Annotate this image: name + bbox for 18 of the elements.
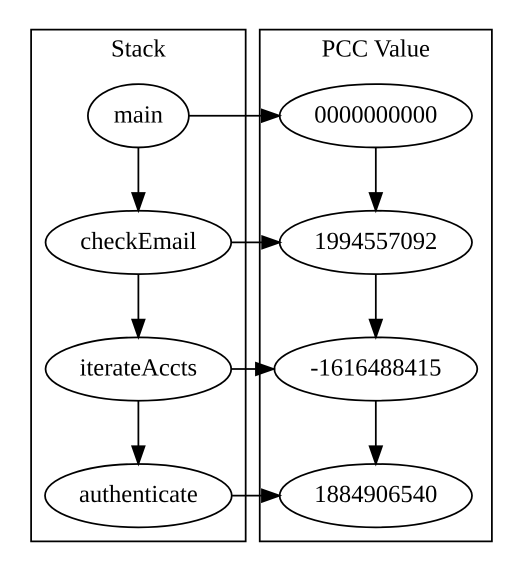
node-ellipse: -1616488415 [272,336,478,402]
node-ellipse: 1884906540 [278,463,472,528]
arrow [130,274,146,340]
arrow [232,488,282,504]
node-ellipse: authenticate [44,463,232,528]
arrow [230,235,282,250]
arrow [188,108,282,124]
arrow [130,401,146,466]
arrow [230,362,276,376]
arrow [130,148,146,214]
node-ellipse: iterateAccts [44,336,232,402]
node-ellipse: 0000000000 [278,83,472,148]
node-ellipse: checkEmail [44,210,232,275]
arrow [368,274,383,340]
arrow [368,401,383,466]
arrow [368,148,383,214]
node-ellipse: main [86,83,190,148]
node-ellipse: 1994557092 [278,210,472,275]
